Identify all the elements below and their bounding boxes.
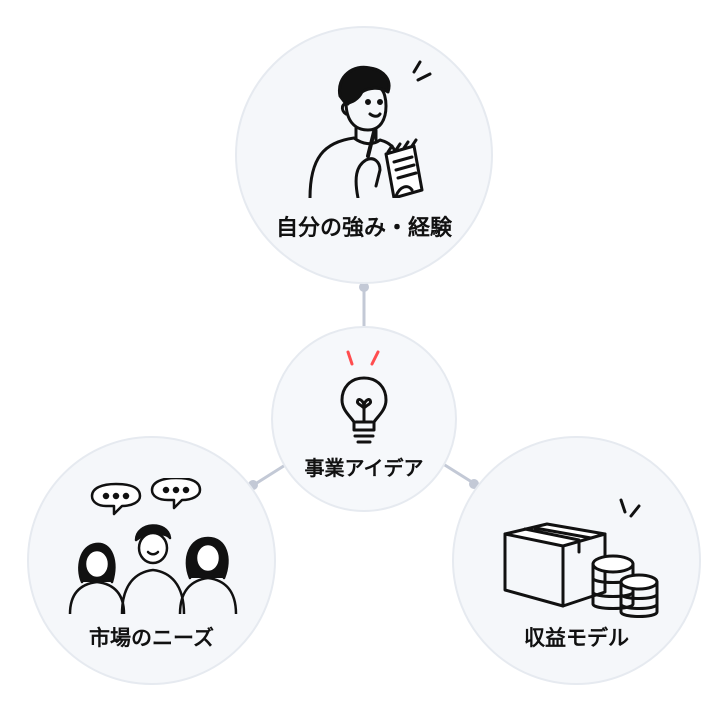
revenue-model-label: 収益モデル: [524, 626, 629, 650]
market-needs-label: 市場のニーズ: [89, 626, 214, 650]
people-talking-icon: [68, 478, 238, 614]
strengths-experience-label: 自分の強み・経験: [275, 216, 452, 241]
market-needs-node: 市場のニーズ: [27, 436, 276, 685]
business-idea-label: 事業アイデア: [304, 456, 424, 480]
revenue-model-node: 収益モデル: [452, 436, 701, 685]
lightbulb-icon: [340, 350, 388, 444]
person-writing-notes-icon: [308, 60, 432, 198]
strengths-experience-node: 自分の強み・経験: [235, 26, 493, 284]
business-idea-node: 事業アイデア: [271, 326, 457, 512]
box-and-coins-icon: [503, 498, 659, 618]
connector-dot-top: [359, 282, 369, 292]
connector-right: [439, 460, 476, 486]
